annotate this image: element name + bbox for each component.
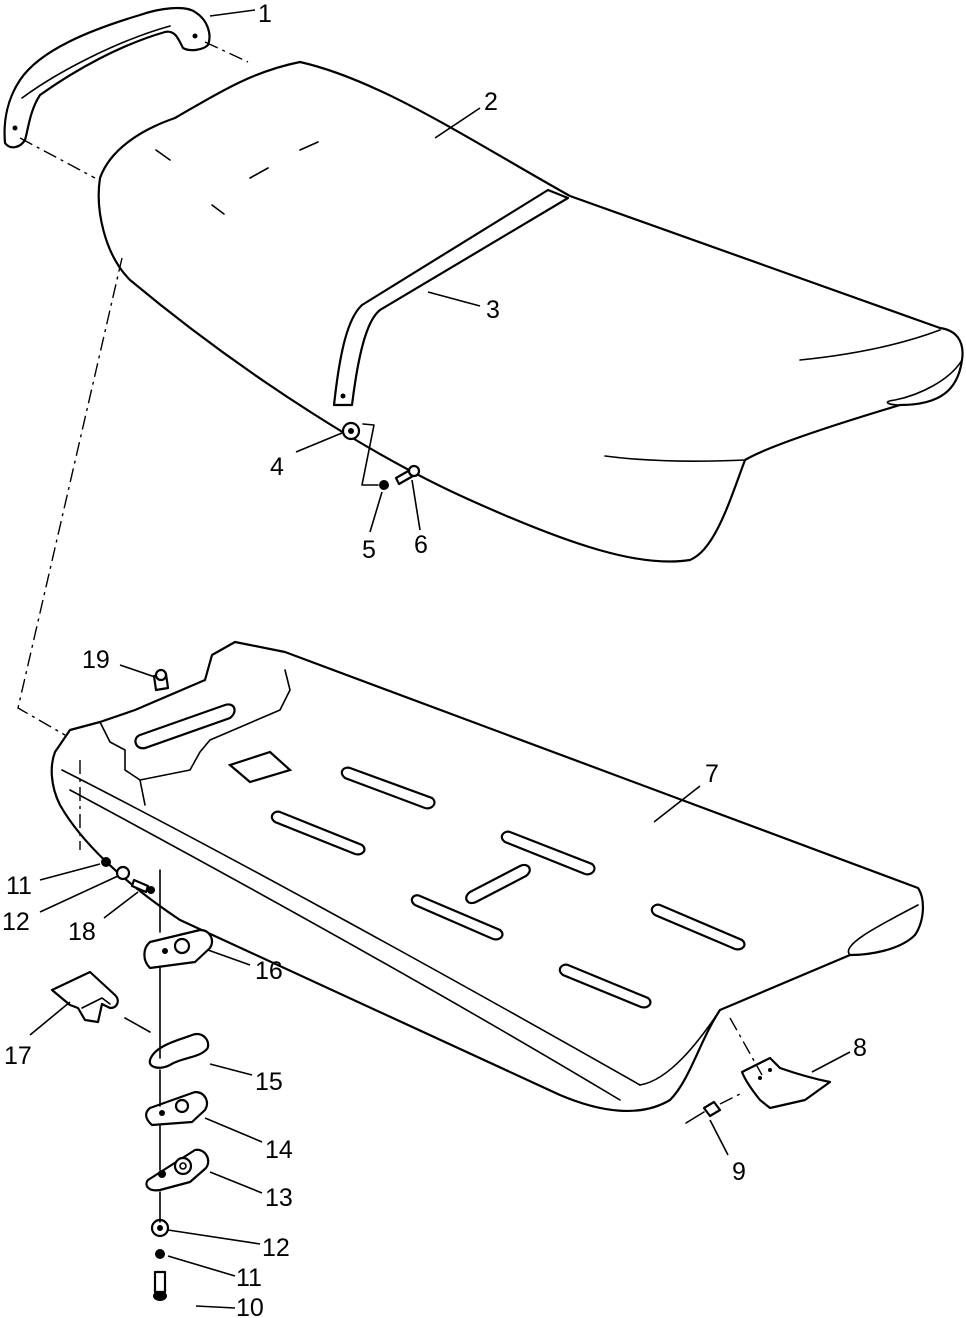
callout-8: 8 <box>853 1034 867 1062</box>
callout-3: 3 <box>486 296 500 324</box>
rear-bracket <box>740 1056 832 1110</box>
callout-12-lower: 12 <box>262 1234 290 1262</box>
hardware-washer-lower <box>150 1218 170 1238</box>
seat-cushion <box>97 60 964 563</box>
assembly-line-latch <box>124 1017 151 1033</box>
callout-18: 18 <box>68 918 96 946</box>
callout-16: 16 <box>255 957 283 985</box>
latch-plate-lower <box>145 1148 210 1192</box>
hardware-nut <box>341 421 361 441</box>
seat-strap <box>332 188 570 407</box>
callout-13: 13 <box>265 1184 293 1212</box>
callout-7: 7 <box>705 760 719 788</box>
callout-10: 10 <box>236 1294 264 1318</box>
callout-5: 5 <box>362 536 376 564</box>
hardware-washer <box>379 480 389 490</box>
latch-cable <box>148 1032 210 1069</box>
hardware-screw <box>394 464 421 486</box>
callout-15: 15 <box>255 1068 283 1096</box>
callout-11-upper: 11 <box>6 872 32 900</box>
callout-9: 9 <box>732 1158 746 1186</box>
leader-lines <box>29 9 851 1309</box>
phantom-line-handle-right <box>204 41 249 63</box>
callout-19: 19 <box>82 646 110 674</box>
assembly-line-screw <box>361 423 379 486</box>
hardware-washer-upper <box>115 865 131 881</box>
phantom-line-bracket <box>729 1017 763 1076</box>
callout-1: 1 <box>258 0 272 28</box>
callout-14: 14 <box>265 1136 293 1164</box>
callout-6: 6 <box>414 531 428 559</box>
phantom-line-rivet <box>719 1091 745 1105</box>
hardware-bolt-upper <box>130 878 155 894</box>
seat-base <box>50 640 924 1112</box>
hardware-lockwasher-upper <box>101 857 111 867</box>
hardware-lockwasher-lower <box>155 1249 165 1259</box>
callout-labels: 1 2 3 4 5 6 7 8 9 10 11 11 12 12 13 14 1… <box>2 0 867 1318</box>
callout-2: 2 <box>484 88 498 116</box>
hardware-bolt-lower <box>153 1270 167 1301</box>
callout-4: 4 <box>270 453 284 481</box>
phantom-line-left <box>17 257 123 736</box>
callout-12-upper: 12 <box>2 908 30 936</box>
callout-17: 17 <box>4 1042 32 1070</box>
phantom-line-handle-left <box>19 137 96 179</box>
latch-plate-upper <box>143 928 214 970</box>
latch-plate-middle <box>145 1090 209 1127</box>
callout-11-lower: 11 <box>236 1264 262 1292</box>
grab-handle <box>3 6 211 149</box>
latch <box>50 970 119 1024</box>
hardware-insert <box>152 668 170 692</box>
rivet <box>685 1100 722 1124</box>
